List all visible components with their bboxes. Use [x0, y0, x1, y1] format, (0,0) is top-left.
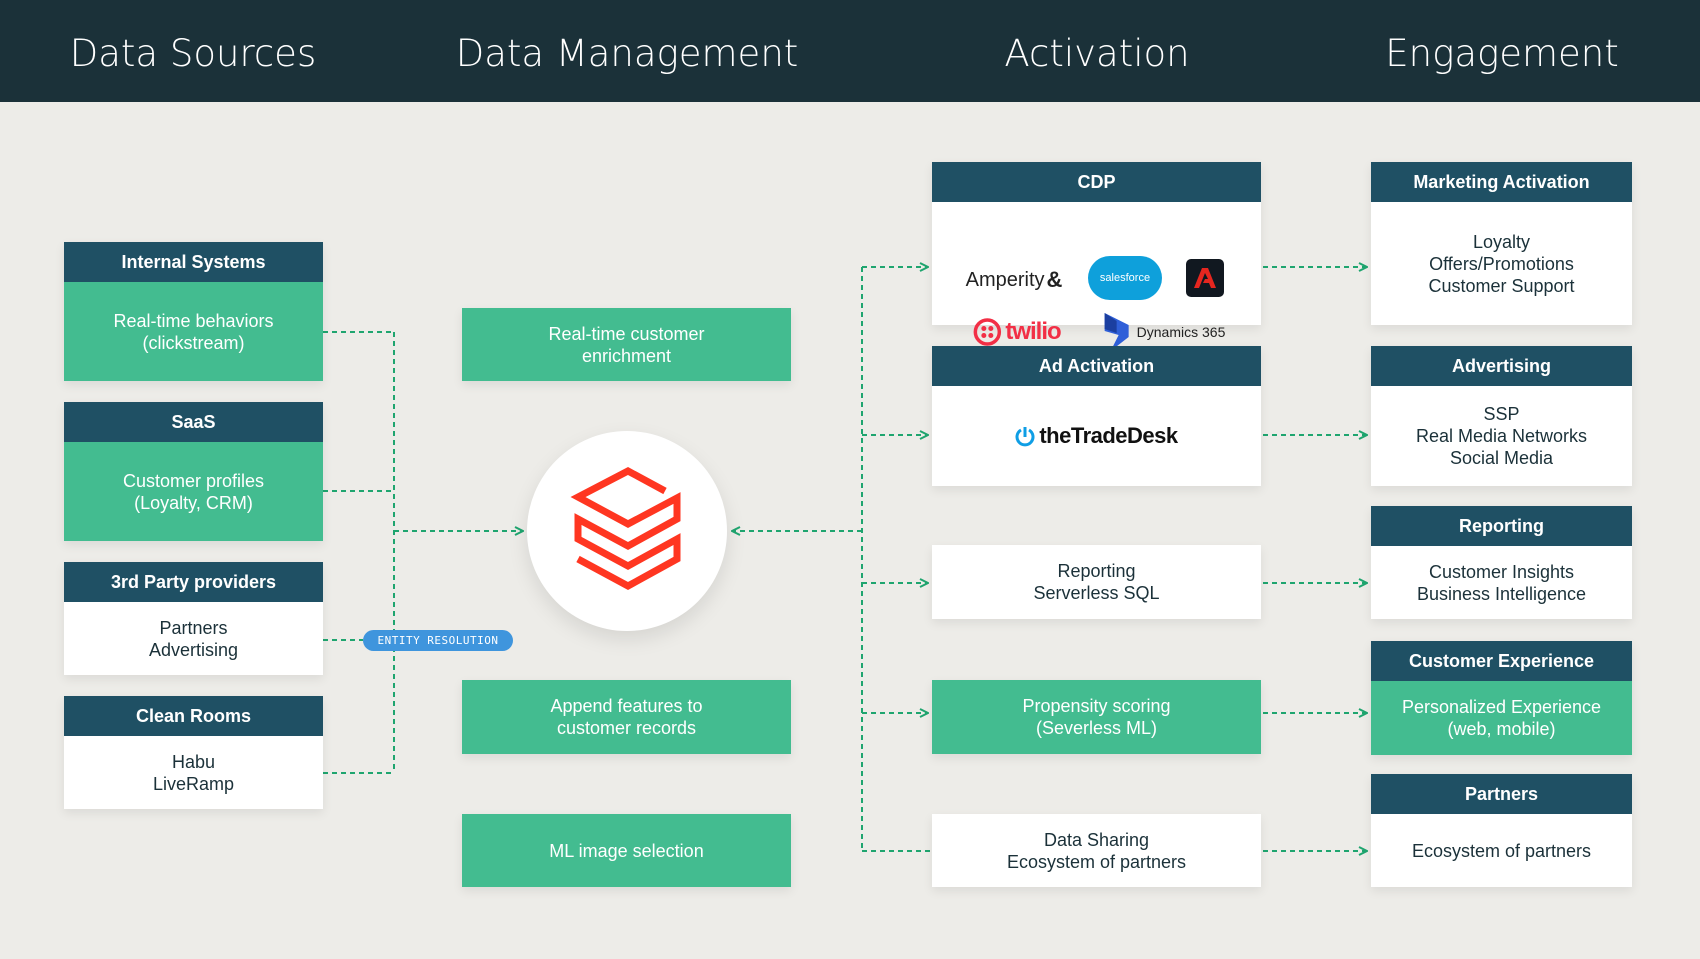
box-title: Ad Activation [932, 346, 1261, 386]
box-body: Customer profiles (Loyalty, CRM) [64, 442, 323, 541]
box-title: Internal Systems [64, 242, 323, 282]
databricks-hub [527, 431, 727, 631]
tradedesk-icon [1015, 427, 1035, 447]
twilio-icon [973, 318, 1002, 346]
box-title: 3rd Party providers [64, 562, 323, 602]
box-title: Marketing Activation [1371, 162, 1632, 202]
header-bar: Data Sources Data Management Activation … [0, 0, 1700, 102]
box-body: Real-time behaviors (clickstream) [64, 282, 323, 381]
activation-reporting: Reporting Serverless SQL [932, 545, 1261, 619]
box-body: Customer Insights Business Intelligence [1371, 546, 1632, 619]
engagement-reporting: Reporting Customer Insights Business Int… [1371, 506, 1632, 619]
activation-data-sharing: Data Sharing Ecosystem of partners [932, 814, 1261, 887]
box-body: SSP Real Media Networks Social Media [1371, 386, 1632, 486]
column-title-data-management: Data Management [455, 32, 799, 75]
dynamics-icon [1104, 313, 1129, 351]
box-body: Ecosystem of partners [1371, 814, 1632, 887]
dynamics-text: Dynamics 365 [1136, 324, 1226, 340]
engagement-customer-experience: Customer Experience Personalized Experie… [1371, 641, 1632, 755]
mgmt-append-features: Append features to customer records [462, 680, 791, 754]
box-title: Advertising [1371, 346, 1632, 386]
cdp-logos: Amperity& salesforce twilio Dynamics 365 [932, 202, 1261, 351]
activation-cdp: CDP Amperity& salesforce twilio Dynamics… [932, 162, 1261, 351]
engagement-partners: Partners Ecosystem of partners [1371, 774, 1632, 887]
source-clean-rooms: Clean Rooms Habu LiveRamp [64, 696, 323, 809]
salesforce-logo: salesforce [1088, 256, 1162, 300]
activation-ad: Ad Activation theTradeDesk [932, 346, 1261, 486]
mgmt-ml-image-selection: ML image selection [462, 814, 791, 887]
box-body: Partners Advertising [64, 602, 323, 675]
entity-resolution-badge: ENTITY RESOLUTION [363, 630, 513, 651]
activation-propensity: Propensity scoring (Severless ML) [932, 680, 1261, 754]
box-title: CDP [932, 162, 1261, 202]
tradedesk-text: theTradeDesk [1039, 423, 1178, 448]
box-title: Reporting [1371, 506, 1632, 546]
box-title: SaaS [64, 402, 323, 442]
twilio-logo: twilio [973, 318, 1062, 346]
salesforce-text: salesforce [1099, 272, 1151, 284]
mgmt-realtime-enrichment: Real-time customer enrichment [462, 308, 791, 381]
dynamics-365-logo: Dynamics 365 [1103, 313, 1226, 351]
box-title: Customer Experience [1371, 641, 1632, 681]
box-body: Loyalty Offers/Promotions Customer Suppo… [1371, 202, 1632, 325]
column-title-engagement: Engagement [1385, 32, 1619, 75]
amperity-logo: Amperity& [965, 267, 1063, 292]
twilio-text: twilio [1005, 318, 1061, 345]
box-title: Clean Rooms [64, 696, 323, 736]
source-internal-systems: Internal Systems Real-time behaviors (cl… [64, 242, 323, 381]
amperity-text: Amperity [965, 268, 1045, 291]
box-title: Partners [1371, 774, 1632, 814]
source-3rd-party: 3rd Party providers Partners Advertising [64, 562, 323, 675]
box-body: Personalized Experience (web, mobile) [1371, 681, 1632, 755]
box-body: Habu LiveRamp [64, 736, 323, 809]
column-title-data-sources: Data Sources [69, 32, 317, 75]
source-saas: SaaS Customer profiles (Loyalty, CRM) [64, 402, 323, 541]
column-title-activation: Activation [1004, 32, 1190, 75]
tradedesk-logo: theTradeDesk [932, 386, 1261, 486]
engagement-marketing: Marketing Activation Loyalty Offers/Prom… [1371, 162, 1632, 325]
databricks-logo-icon [570, 467, 681, 590]
engagement-advertising: Advertising SSP Real Media Networks Soci… [1371, 346, 1632, 486]
adobe-logo-icon [1186, 259, 1224, 297]
